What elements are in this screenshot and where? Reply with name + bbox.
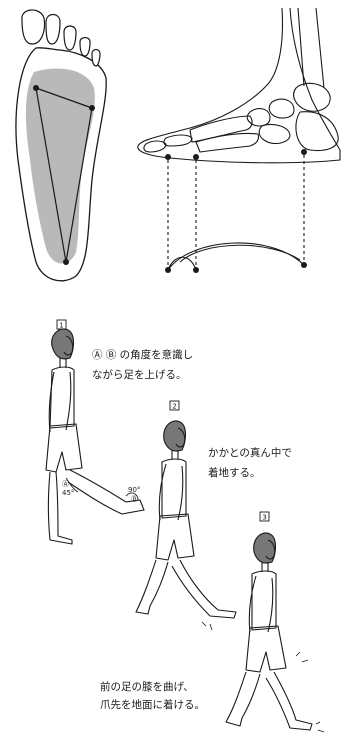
woman-figure-3 (225, 532, 313, 731)
front-leg-3 (265, 671, 313, 731)
neck-2 (171, 450, 179, 460)
arch-point-front (165, 267, 171, 273)
front-leg-2 (171, 559, 237, 619)
long-arch-inner (179, 244, 301, 263)
step-3-caption-line-1: 前の足の膝を曲げ、 (100, 680, 194, 693)
metatarsal-1 (189, 115, 253, 143)
step-1: 1 Ⓐ Ⓑ の角度を意識し ながら足を上げる。 Ⓐ 45° 90° Ⓑ (45, 319, 193, 545)
toes (21, 9, 101, 67)
step-1-caption-line-1: Ⓐ Ⓑ の角度を意識し (92, 348, 193, 361)
arch-point-mid (193, 267, 199, 273)
step-3-number: 3 (262, 514, 266, 522)
back-leg-2 (135, 559, 169, 615)
angle-a-marker: Ⓐ (62, 480, 69, 488)
torso-1 (49, 366, 75, 429)
sole-footprint (15, 9, 107, 282)
woman-figure-1 (45, 328, 145, 545)
tibia (297, 7, 305, 87)
calcaneus (295, 111, 339, 152)
step-2-caption-line-1: かかとの真ん中で (208, 446, 292, 459)
landing-marks-2 (201, 621, 213, 631)
step-2-number-box (169, 400, 180, 411)
toe-5 (91, 48, 101, 67)
fibula (315, 7, 325, 89)
angle-a-arc (65, 477, 79, 493)
face-3 (265, 539, 276, 560)
short-arch (167, 256, 197, 271)
step-1-number: 1 (59, 322, 63, 330)
shorts-3 (245, 625, 287, 673)
angle-a-value: 45° (62, 489, 74, 497)
point-little-toe-base (89, 105, 95, 111)
landing-marks-3 (295, 651, 325, 733)
step-2: 2 かかとの真ん中で 着地する。 (135, 400, 292, 631)
step-2-number: 2 (172, 403, 176, 411)
arch-projection (165, 155, 307, 273)
talus (293, 82, 331, 112)
torso-2 (161, 458, 187, 519)
arm-3 (248, 575, 274, 633)
step-3-caption-line-2: 爪先を地面に着ける。 (100, 698, 205, 711)
step-3: 3 前の足の膝を曲げ、 爪先を地面に着ける。 (100, 511, 325, 733)
navicular (268, 98, 295, 119)
arm-2 (158, 463, 184, 521)
phalanx-1 (163, 134, 193, 147)
arm-1 (48, 371, 72, 433)
shorts-2 (155, 513, 195, 561)
phalanx-2 (143, 140, 167, 153)
step-1-caption-line-2: ながら足を上げる。 (92, 368, 187, 381)
standing-leg-1 (47, 471, 73, 545)
metatarsal-2 (195, 132, 260, 153)
big-toe (21, 9, 46, 45)
point-toe-base-rear (193, 154, 199, 160)
point-heel-side (301, 149, 307, 155)
angle-markers (65, 477, 139, 501)
point-toe-base-front (165, 154, 171, 160)
toe-2 (45, 13, 61, 45)
face-1 (63, 335, 74, 356)
sole-outline (15, 47, 107, 282)
neck-1 (59, 358, 67, 368)
face-2 (175, 427, 186, 448)
cuboid (258, 123, 291, 145)
angle-b-marker: Ⓑ (131, 495, 138, 503)
toe-4 (79, 36, 91, 57)
shaded-sole-region (25, 68, 95, 264)
point-heel (63, 259, 69, 265)
neck-3 (261, 562, 269, 572)
foot-skeleton-side (137, 7, 341, 164)
angle-b-value: 90° (128, 486, 140, 494)
arch-point-heel (301, 262, 307, 268)
step-2-caption-line-2: 着地する。 (208, 466, 261, 479)
shorts-1 (45, 423, 83, 473)
raised-leg-1 (67, 469, 145, 515)
woman-figure-2 (135, 420, 237, 619)
step-3-number-box (259, 511, 270, 522)
point-big-toe-base (33, 85, 39, 91)
foot-outline (137, 7, 341, 164)
toe-3 (63, 25, 77, 51)
back-leg-3 (225, 671, 261, 727)
angle-b-arc (125, 492, 139, 501)
torso-3 (251, 570, 277, 631)
arch-triangle (35, 87, 93, 263)
